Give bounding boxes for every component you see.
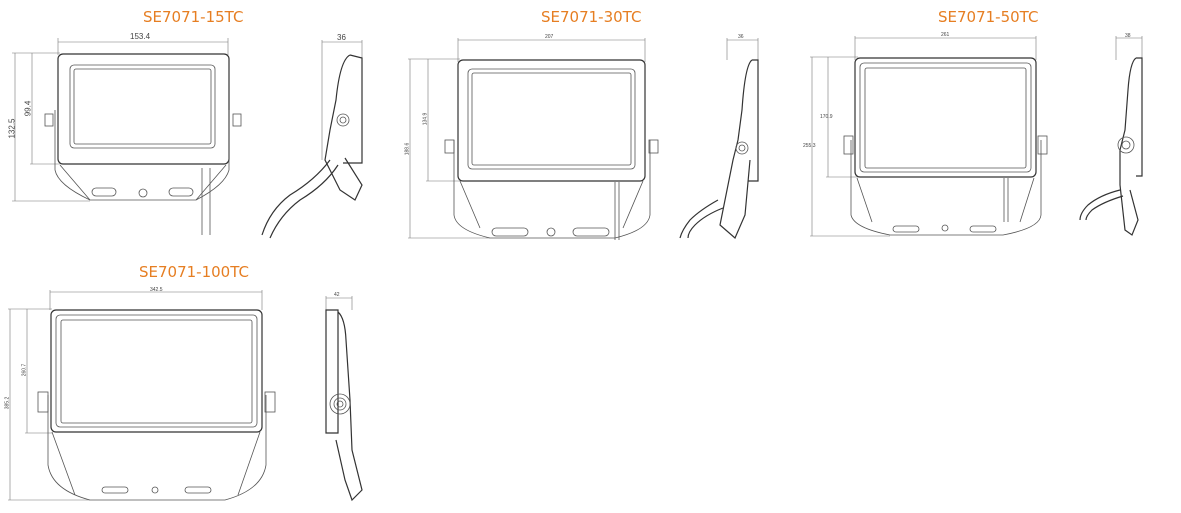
model-title-15tc: SE7071-15TC xyxy=(143,8,244,26)
front-view-100tc xyxy=(8,290,276,501)
model-title-50tc: SE7071-50TC xyxy=(938,8,1039,26)
dimension-height-panel: 170.9 xyxy=(820,114,833,120)
dimension-height-panel: 99.4 xyxy=(23,100,33,117)
front-view-30tc xyxy=(408,38,659,240)
dimension-depth: 42 xyxy=(334,292,340,298)
side-view-50tc xyxy=(1079,36,1143,236)
dimension-height-total: 385.2 xyxy=(4,396,11,410)
model-title-30tc: SE7071-30TC xyxy=(541,8,642,26)
dimension-height-panel: 134.9 xyxy=(422,112,429,126)
dimension-width: 261 xyxy=(941,32,950,38)
front-view-15tc xyxy=(12,38,242,235)
side-view-100tc xyxy=(325,296,363,502)
dimension-height-panel: 260.7 xyxy=(21,363,28,377)
dimension-width: 342.5 xyxy=(150,287,163,293)
side-view-15tc xyxy=(261,40,363,239)
dimension-height-total: 132.5 xyxy=(7,118,17,139)
dimension-width: 207 xyxy=(545,34,554,40)
dimension-height-total: 255.3 xyxy=(803,143,816,149)
dimension-width: 153.4 xyxy=(130,32,151,41)
side-view-30tc xyxy=(679,38,759,239)
dimension-height-total: 188.6 xyxy=(404,142,411,156)
dimension-depth: 36 xyxy=(738,34,744,40)
front-view-50tc xyxy=(810,36,1048,237)
dimension-depth: 36 xyxy=(337,33,346,42)
model-title-100tc: SE7071-100TC xyxy=(139,263,249,281)
dimension-depth: 38 xyxy=(1125,33,1131,39)
